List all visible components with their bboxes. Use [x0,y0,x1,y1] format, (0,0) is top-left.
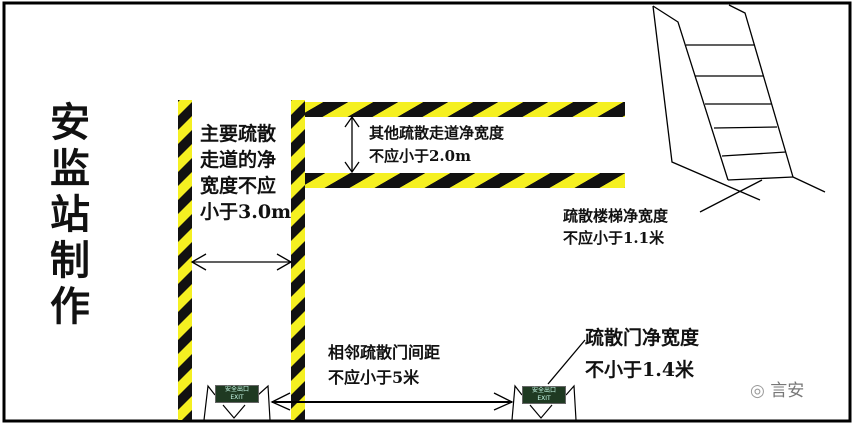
side-title: 安 监 站 制 作 [44,100,96,330]
label-line: 疏散楼梯净宽度 [563,207,669,225]
left-wall [178,100,192,420]
upper-corridor-wall [305,102,625,117]
label-line: 其他疏散走道净宽度 [369,124,505,142]
stair-label: 疏散楼梯净宽度 不应小于1.1米 [563,205,668,249]
staircase [652,4,826,201]
door-spacing-label: 相邻疏散门间距 不应小于5米 [328,340,440,390]
exit-door-right [511,384,577,421]
watermark: ◎ 言安 [750,376,804,401]
dimension-arrows [190,115,763,411]
watermark-text: 言安 [770,381,805,401]
side-title-char: 制 [50,237,90,284]
middle-wall [291,100,305,420]
lower-corridor-wall [305,173,625,188]
main-corridor-label: 主要疏散 走道的净 宽度不应 小于3.0m [200,121,291,225]
label-line: 走道的净 [200,149,277,171]
side-title-char: 作 [50,283,90,330]
label-line: 不应小于5米 [328,368,420,387]
exit-sign-left: 安全出口 EXIT [215,385,259,403]
label-line: 主要疏散 [200,123,277,145]
label-line: 小于3.0m [200,201,292,223]
exit-sign-cn: 安全出口 [224,386,249,393]
exit-sign-right: 安全出口 EXIT [522,386,566,404]
label-line: 不小于1.4米 [585,359,695,381]
door-width-label: 疏散门净宽度 不小于1.4米 [585,322,699,386]
side-title-char: 监 [50,145,90,192]
exit-sign-cn: 安全出口 [531,387,556,394]
exit-door-left [203,384,271,421]
wechat-icon: ◎ [750,381,765,401]
label-line: 疏散门净宽度 [585,327,700,349]
label-line: 不应小于2.0m [369,147,471,165]
label-line: 不应小于1.1米 [563,229,665,247]
other-corridor-label: 其他疏散走道净宽度 不应小于2.0m [369,122,504,168]
label-line: 相邻疏散门间距 [328,343,441,362]
exit-sign-en: EXIT [230,394,244,401]
label-line: 宽度不应 [200,175,277,197]
side-title-char: 站 [50,191,90,238]
exit-sign-en: EXIT [537,395,551,402]
side-title-char: 安 [50,99,90,146]
